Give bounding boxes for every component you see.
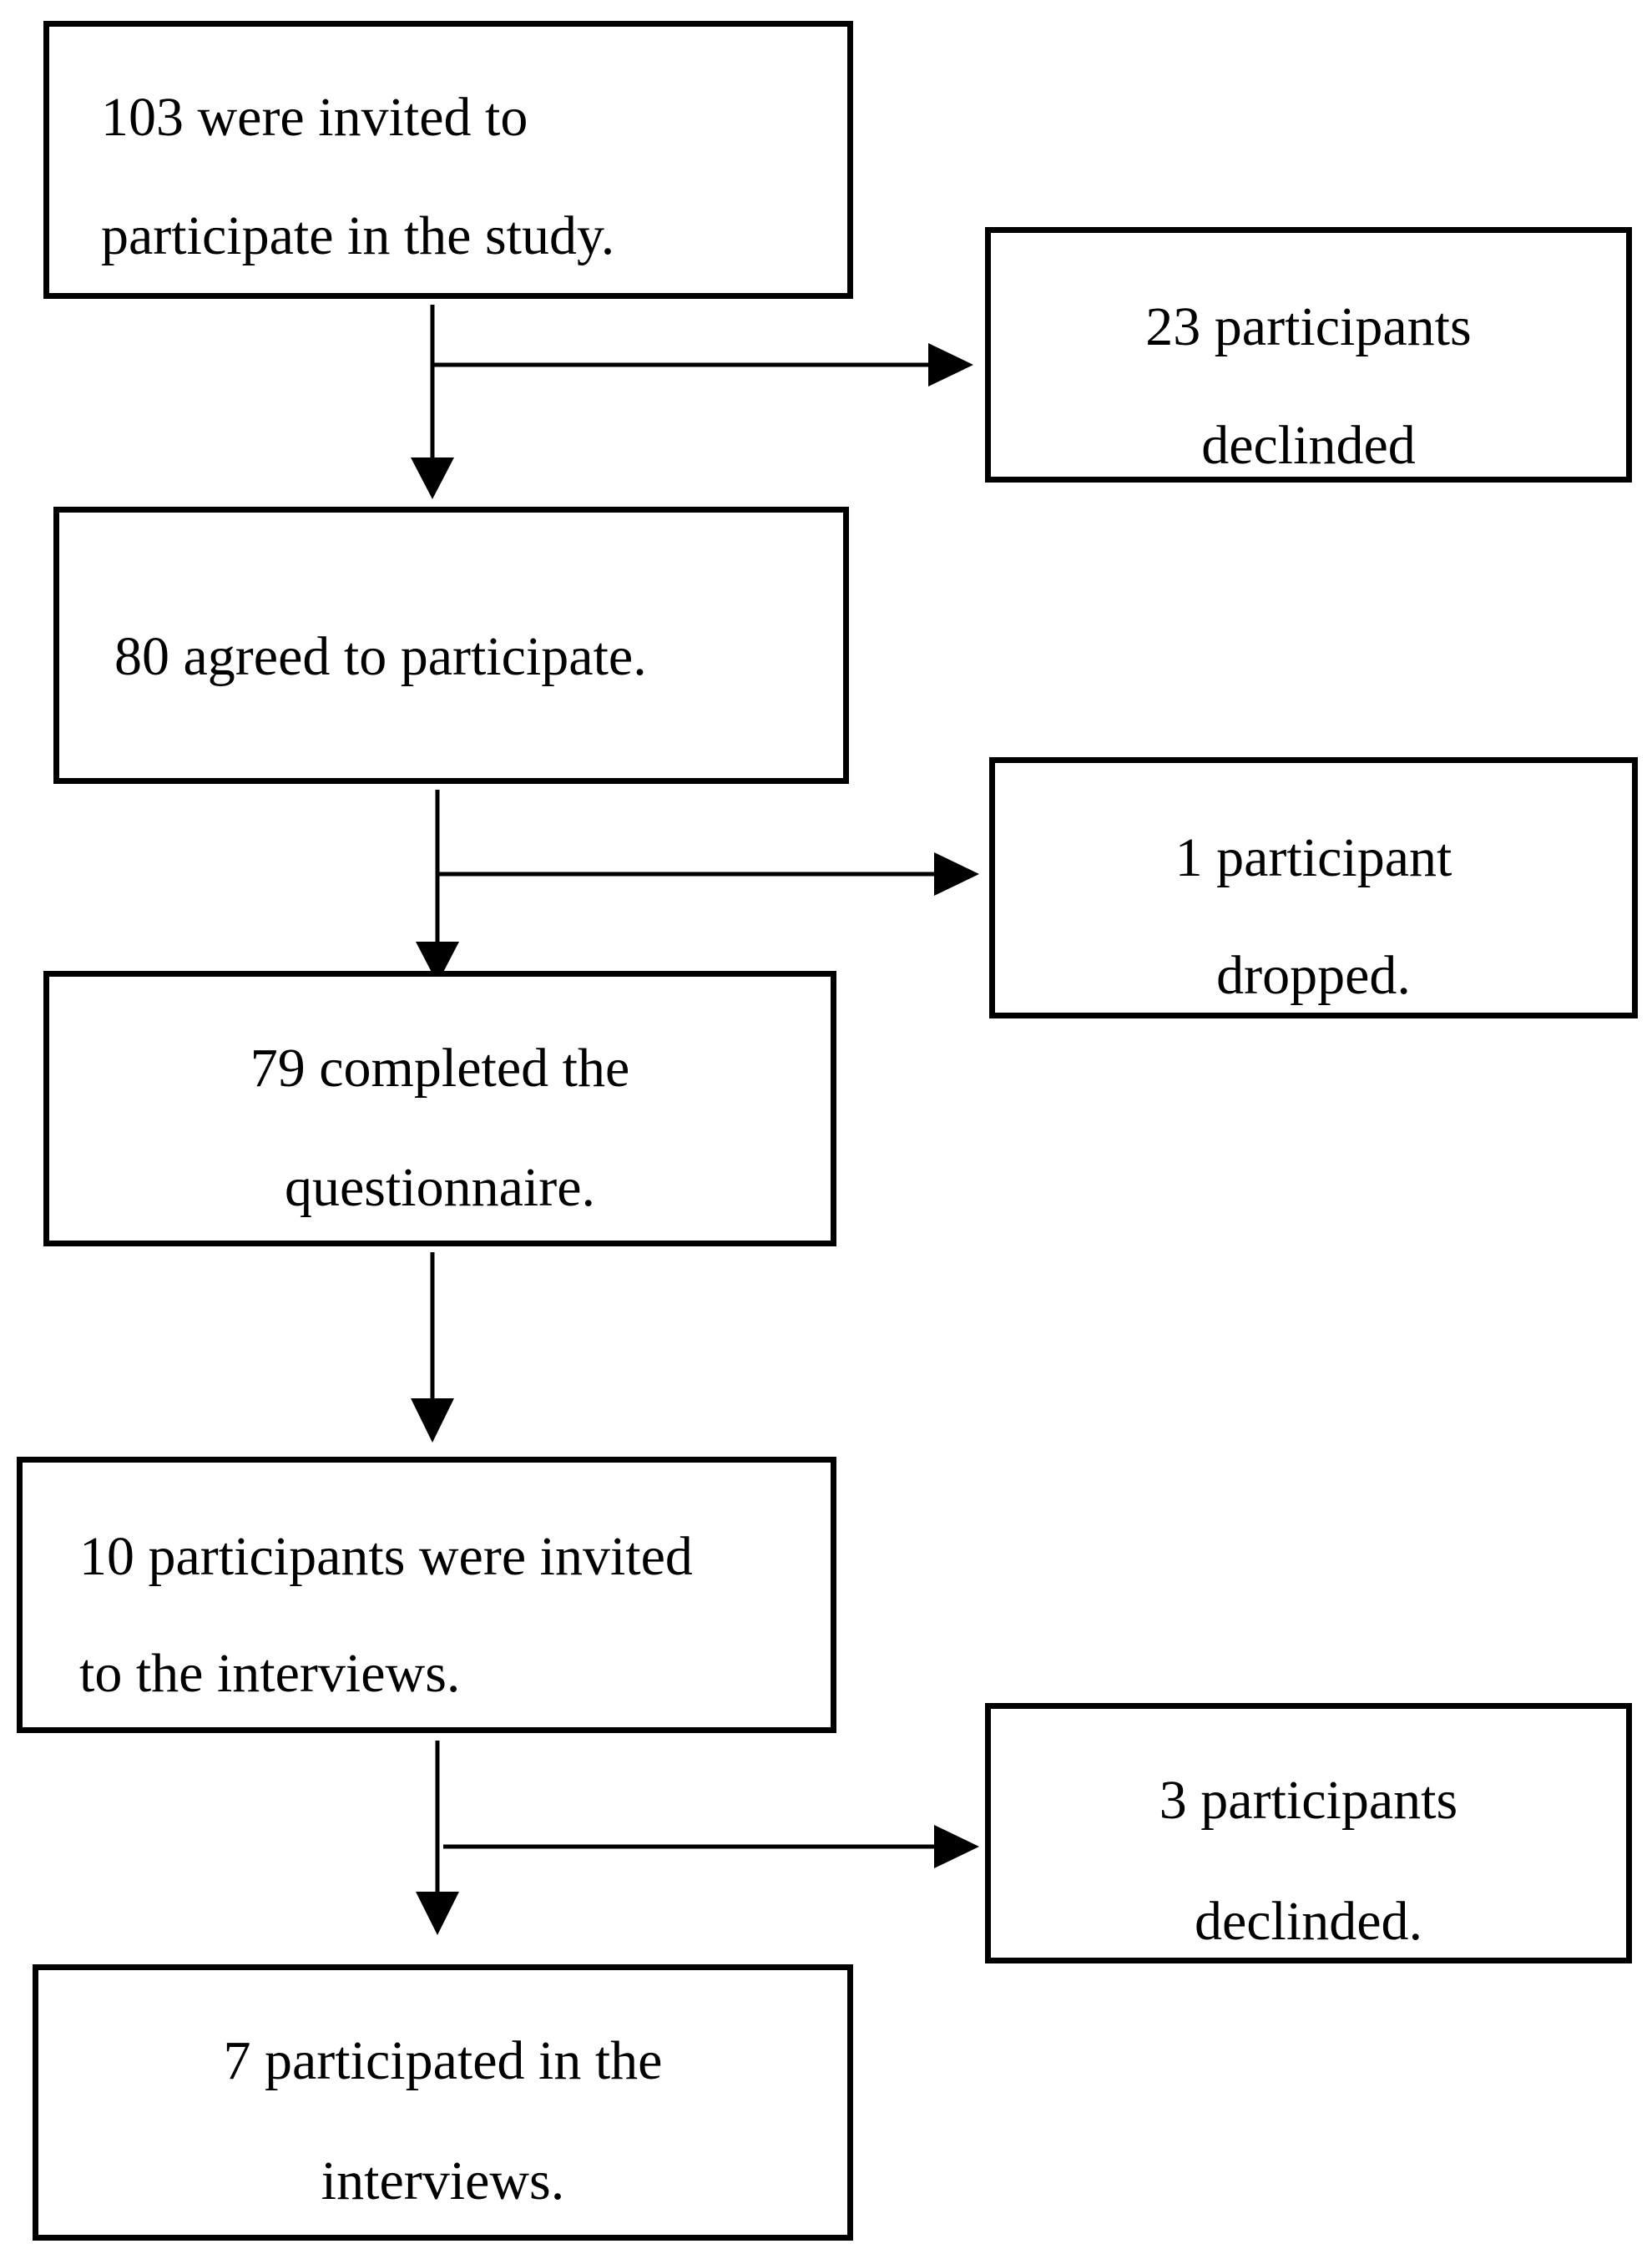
arrow-invited-to-agreed [411, 305, 454, 499]
agreed-line-1: 80 agreed to participate. [114, 626, 647, 687]
invited-line-2: participate in the study. [101, 205, 615, 266]
declined-second-line-1: 3 participants [1159, 1770, 1458, 1831]
declined-first-line-2: declinded [1201, 415, 1416, 476]
interview-invited-line-2: to the interviews. [79, 1643, 461, 1704]
participated-box: 7 participated in the interviews. [33, 1964, 853, 2241]
invited-line-1: 103 were invited to [101, 87, 528, 148]
arrow-branch-to-declined-second [443, 1825, 979, 1868]
arrow-completed-to-interview [411, 1252, 454, 1443]
completed-line-2: questionnaire. [284, 1157, 596, 1218]
invited-box: 103 were invited to participate in the s… [43, 21, 853, 299]
completed-line-1: 79 completed the [250, 1038, 630, 1099]
dropped-line-1: 1 participant [1175, 827, 1452, 888]
declined-second-box: 3 participants declinded. [985, 1703, 1632, 1963]
declined-first-box: 23 participants declinded [985, 227, 1632, 483]
interview-invited-box: 10 participants were invited to the inte… [17, 1457, 836, 1733]
agreed-box: 80 agreed to participate. [53, 507, 849, 784]
arrow-branch-to-declined-first [432, 343, 973, 387]
arrow-branch-to-dropped [437, 852, 979, 896]
participated-line-1: 7 participated in the [223, 2030, 663, 2091]
arrow-agreed-to-completed [416, 790, 459, 983]
declined-second-line-2: declinded. [1194, 1891, 1423, 1952]
completed-box: 79 completed the questionnaire. [43, 971, 836, 1246]
declined-first-line-1: 23 participants [1145, 296, 1472, 357]
interview-invited-line-1: 10 participants were invited [79, 1526, 693, 1587]
dropped-box: 1 participant dropped. [989, 757, 1638, 1018]
arrow-interview-to-participated [416, 1741, 459, 1935]
dropped-line-2: dropped. [1216, 945, 1411, 1006]
participated-line-2: interviews. [321, 2150, 565, 2211]
